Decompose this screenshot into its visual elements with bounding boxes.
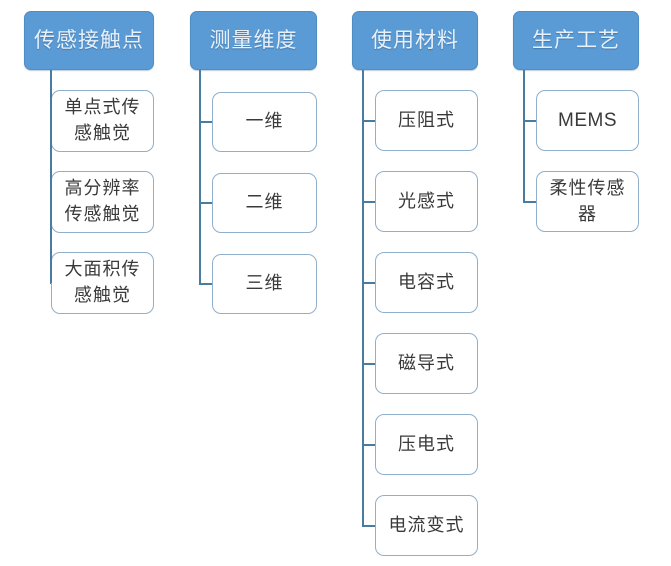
connector-branch-production-process-1 — [523, 119, 536, 122]
child-node-material-used-1[interactable]: 压阻式 — [375, 90, 478, 151]
connector-branch-contact-point-2 — [50, 201, 51, 203]
connector-branch-measurement-dimension-2 — [199, 202, 212, 204]
child-node-label: 磁导式 — [398, 352, 455, 374]
header-node-label: 使用材料 — [371, 28, 459, 52]
child-node-label: 三维 — [245, 273, 284, 294]
connector-spine-contact-point — [50, 70, 52, 283]
child-node-label: 高分辨率传感触觉 — [64, 178, 141, 225]
connector-branch-material-used-1 — [362, 119, 375, 122]
header-node-material-used[interactable]: 使用材料 — [352, 11, 478, 70]
connector-branch-measurement-dimension-3 — [199, 283, 212, 285]
child-node-material-used-6[interactable]: 电流变式 — [375, 495, 478, 556]
connector-branch-material-used-6 — [362, 524, 375, 527]
connector-branch-material-used-2 — [362, 200, 375, 203]
connector-branch-contact-point-1 — [50, 120, 51, 122]
child-node-production-process-2[interactable]: 柔性传感器 — [536, 171, 639, 232]
child-node-label: MEMS — [558, 109, 617, 131]
child-node-measurement-dimension-1[interactable]: 一维 — [212, 92, 317, 152]
connector-spine-material-used — [362, 70, 364, 526]
child-node-label: 单点式传感触觉 — [64, 97, 141, 144]
child-node-label: 压电式 — [398, 433, 455, 455]
header-node-label: 传感接触点 — [34, 28, 144, 52]
child-node-production-process-1[interactable]: MEMS — [536, 90, 639, 151]
connector-branch-material-used-3 — [362, 281, 375, 284]
child-node-material-used-5[interactable]: 压电式 — [375, 414, 478, 475]
header-node-production-process[interactable]: 生产工艺 — [513, 11, 639, 70]
connector-branch-material-used-4 — [362, 362, 375, 365]
child-node-measurement-dimension-3[interactable]: 三维 — [212, 254, 317, 314]
header-node-label: 生产工艺 — [532, 28, 620, 52]
child-node-contact-point-3[interactable]: 大面积传感触觉 — [51, 252, 154, 314]
child-node-material-used-2[interactable]: 光感式 — [375, 171, 478, 232]
connector-branch-production-process-2 — [523, 200, 536, 203]
child-node-measurement-dimension-2[interactable]: 二维 — [212, 173, 317, 233]
child-node-label: 电容式 — [398, 271, 455, 293]
child-node-label: 光感式 — [398, 190, 455, 212]
child-node-label: 柔性传感器 — [549, 177, 626, 225]
header-node-measurement-dimension[interactable]: 测量维度 — [190, 11, 317, 70]
connector-spine-production-process — [523, 70, 525, 202]
child-node-label: 二维 — [245, 192, 284, 213]
child-node-contact-point-1[interactable]: 单点式传感触觉 — [51, 90, 154, 152]
child-node-material-used-3[interactable]: 电容式 — [375, 252, 478, 313]
connector-branch-material-used-5 — [362, 443, 375, 446]
connector-spine-measurement-dimension — [199, 70, 201, 284]
header-node-label: 测量维度 — [209, 28, 298, 52]
header-node-contact-point[interactable]: 传感接触点 — [24, 11, 154, 70]
child-node-contact-point-2[interactable]: 高分辨率传感触觉 — [51, 171, 154, 233]
child-node-label: 一维 — [245, 111, 284, 132]
child-node-label: 电流变式 — [388, 514, 465, 536]
child-node-material-used-4[interactable]: 磁导式 — [375, 333, 478, 394]
connector-branch-measurement-dimension-1 — [199, 121, 212, 123]
child-node-label: 大面积传感触觉 — [64, 259, 141, 306]
connector-branch-contact-point-3 — [50, 282, 51, 284]
child-node-label: 压阻式 — [398, 109, 455, 131]
